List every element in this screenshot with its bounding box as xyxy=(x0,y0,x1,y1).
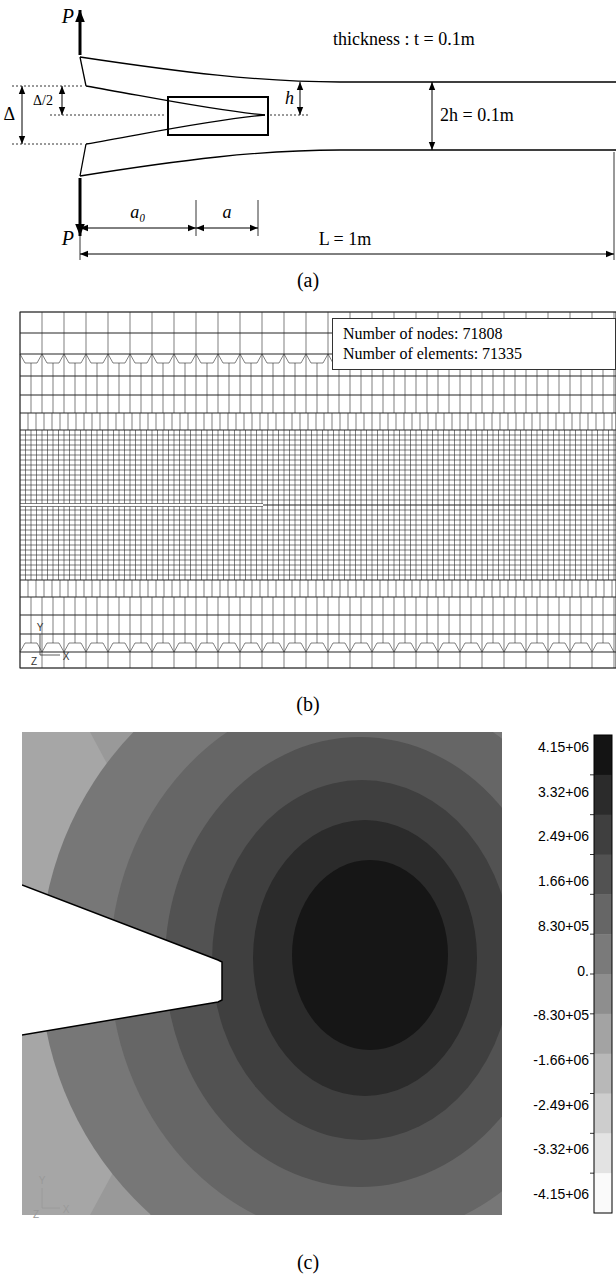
colorbar-value: 4.15+06 xyxy=(538,740,589,755)
mesh-info-box: Number of nodes: 71808Number of elements… xyxy=(332,318,616,370)
colorbar-value: -1.66+06 xyxy=(533,1053,589,1068)
colorbar-value: -2.49+06 xyxy=(533,1098,589,1113)
axis-triad xyxy=(40,634,60,655)
dimension-label: 2h = 0.1m xyxy=(440,106,514,126)
axis-triad xyxy=(42,1188,60,1208)
axis-label: Z xyxy=(33,1209,39,1220)
axis-label: Z xyxy=(31,656,37,667)
colorbar-value: 0. xyxy=(577,964,589,979)
box-text: Number of nodes: 71808 xyxy=(343,324,605,344)
box-text: Number of elements: 71335 xyxy=(343,344,605,364)
color-bar xyxy=(590,735,612,1214)
panel-label: (b) xyxy=(296,693,319,715)
dimension-label: a₀ xyxy=(130,203,145,223)
dimension-label: thickness : t = 0.1m xyxy=(333,30,475,50)
load-label: P xyxy=(62,5,74,27)
dimension-label: Δ/2 xyxy=(33,93,53,108)
axis-label: Y xyxy=(37,622,44,633)
axis-label: X xyxy=(63,1204,70,1215)
dimension-label: Δ xyxy=(3,105,15,125)
colorbar-value: 1.66+06 xyxy=(538,874,589,889)
colorbar-value: -8.30+05 xyxy=(533,1008,589,1023)
colorbar-value: 8.30+05 xyxy=(538,919,589,934)
contour-plot xyxy=(22,732,502,1215)
load-label: P xyxy=(62,227,74,249)
dcb-specimen xyxy=(12,10,616,260)
panel-label: (c) xyxy=(297,1251,319,1273)
colorbar-value: 2.49+06 xyxy=(538,830,589,845)
colorbar-value: -4.15+06 xyxy=(533,1187,589,1202)
axis-label: X xyxy=(63,651,70,662)
dimension-label: L = 1m xyxy=(319,230,371,250)
fe-mesh xyxy=(20,312,616,668)
panel-label: (a) xyxy=(297,269,319,291)
axis-label: Y xyxy=(39,1175,46,1186)
colorbar-value: 3.32+06 xyxy=(538,785,589,800)
colorbar-value: -3.32+06 xyxy=(533,1143,589,1158)
dimension-label: h xyxy=(285,89,294,109)
dimension-label: a xyxy=(223,203,232,223)
